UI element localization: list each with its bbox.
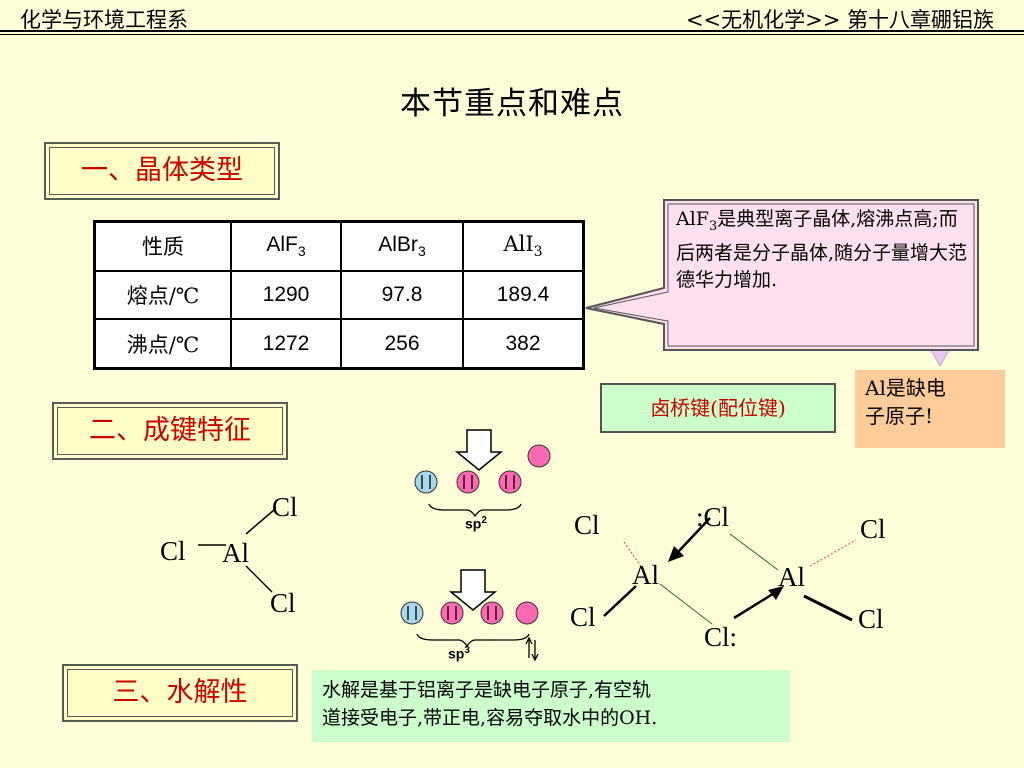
dimer-al-left: Al [632, 560, 659, 590]
table-header-cell: AlI3 [462, 220, 585, 272]
dimer-al-right: Al [778, 562, 805, 592]
table-cell: 1290 [230, 269, 342, 321]
hydrolysis-text: 水解是基于铝离子是缺电子原子,有空轨 道接受电子,带正电,容易夺取水中的OH. [312, 670, 790, 742]
header-right: <<无机化学>> 第十八章硼铝族 [685, 8, 994, 32]
section-crystal-type: 一、晶体类型 [44, 142, 280, 200]
table-cell: 256 [340, 318, 464, 370]
dimer-cl-bridge-top: :Cl [696, 502, 730, 532]
sp3-orbital-diagram [400, 569, 539, 662]
header-left: 化学与环境工程系 [20, 8, 188, 32]
monomer-cl-top: Cl [272, 492, 298, 522]
dimer-cl-bridge-bottom: Cl: [704, 622, 738, 652]
monomer-cl-left: Cl [160, 536, 186, 566]
section-hydrolysis: 三、水解性 [62, 664, 298, 722]
halogen-bridge-label: 卤桥键(配位键) [600, 383, 836, 433]
section-bonding: 二、成键特征 [52, 402, 288, 460]
monomer-cl-bottom: Cl [270, 588, 296, 618]
sp2-label: sp2 [465, 515, 487, 532]
table-header-row: 性质 AlF3 AlBr3 AlI3 [93, 220, 585, 272]
dimer-cl-bottom-left: Cl [570, 602, 596, 632]
sp3-label: sp3 [448, 645, 470, 662]
callout-bubble [585, 199, 979, 351]
table-header-cell: AlF3 [230, 220, 342, 272]
table-cell: 189.4 [462, 269, 585, 321]
slide-title: 本节重点和难点 [400, 86, 624, 122]
alcl3-monomer-bonds [198, 509, 275, 593]
properties-table: 性质 AlF3 AlBr3 AlI3 熔点/℃ 1290 97.8 189.4 … [93, 220, 585, 370]
table-row: 熔点/℃ 1290 97.8 189.4 [93, 269, 585, 321]
dimer-cl-top-left: Cl [574, 510, 600, 540]
header-rule-thin [0, 34, 1024, 35]
dimer-cl-top-right: Cl [860, 514, 886, 544]
callout-text: AlF3是典型离子晶体,熔沸点高;而后两者是分子晶体,随分子量增大范德华力增加. [676, 208, 968, 291]
table-row: 沸点/℃ 1272 256 382 [93, 318, 585, 370]
table-row-label: 熔点/℃ [93, 269, 232, 321]
sp2-orbital-diagram [414, 429, 551, 518]
electron-deficient-note: Al是缺电 子原子! [855, 370, 1005, 448]
al2cl6-dimer-bonds [603, 517, 857, 625]
monomer-al: Al [222, 538, 249, 568]
table-header-cell: AlBr3 [340, 220, 464, 272]
table-cell: 1272 [230, 318, 342, 370]
header-rule [0, 30, 1024, 32]
table-cell: 382 [462, 318, 585, 370]
table-header-cell: 性质 [93, 220, 232, 272]
dimer-cl-bottom-right: Cl [858, 604, 884, 634]
table-row-label: 沸点/℃ [93, 318, 232, 370]
table-cell: 97.8 [340, 269, 464, 321]
